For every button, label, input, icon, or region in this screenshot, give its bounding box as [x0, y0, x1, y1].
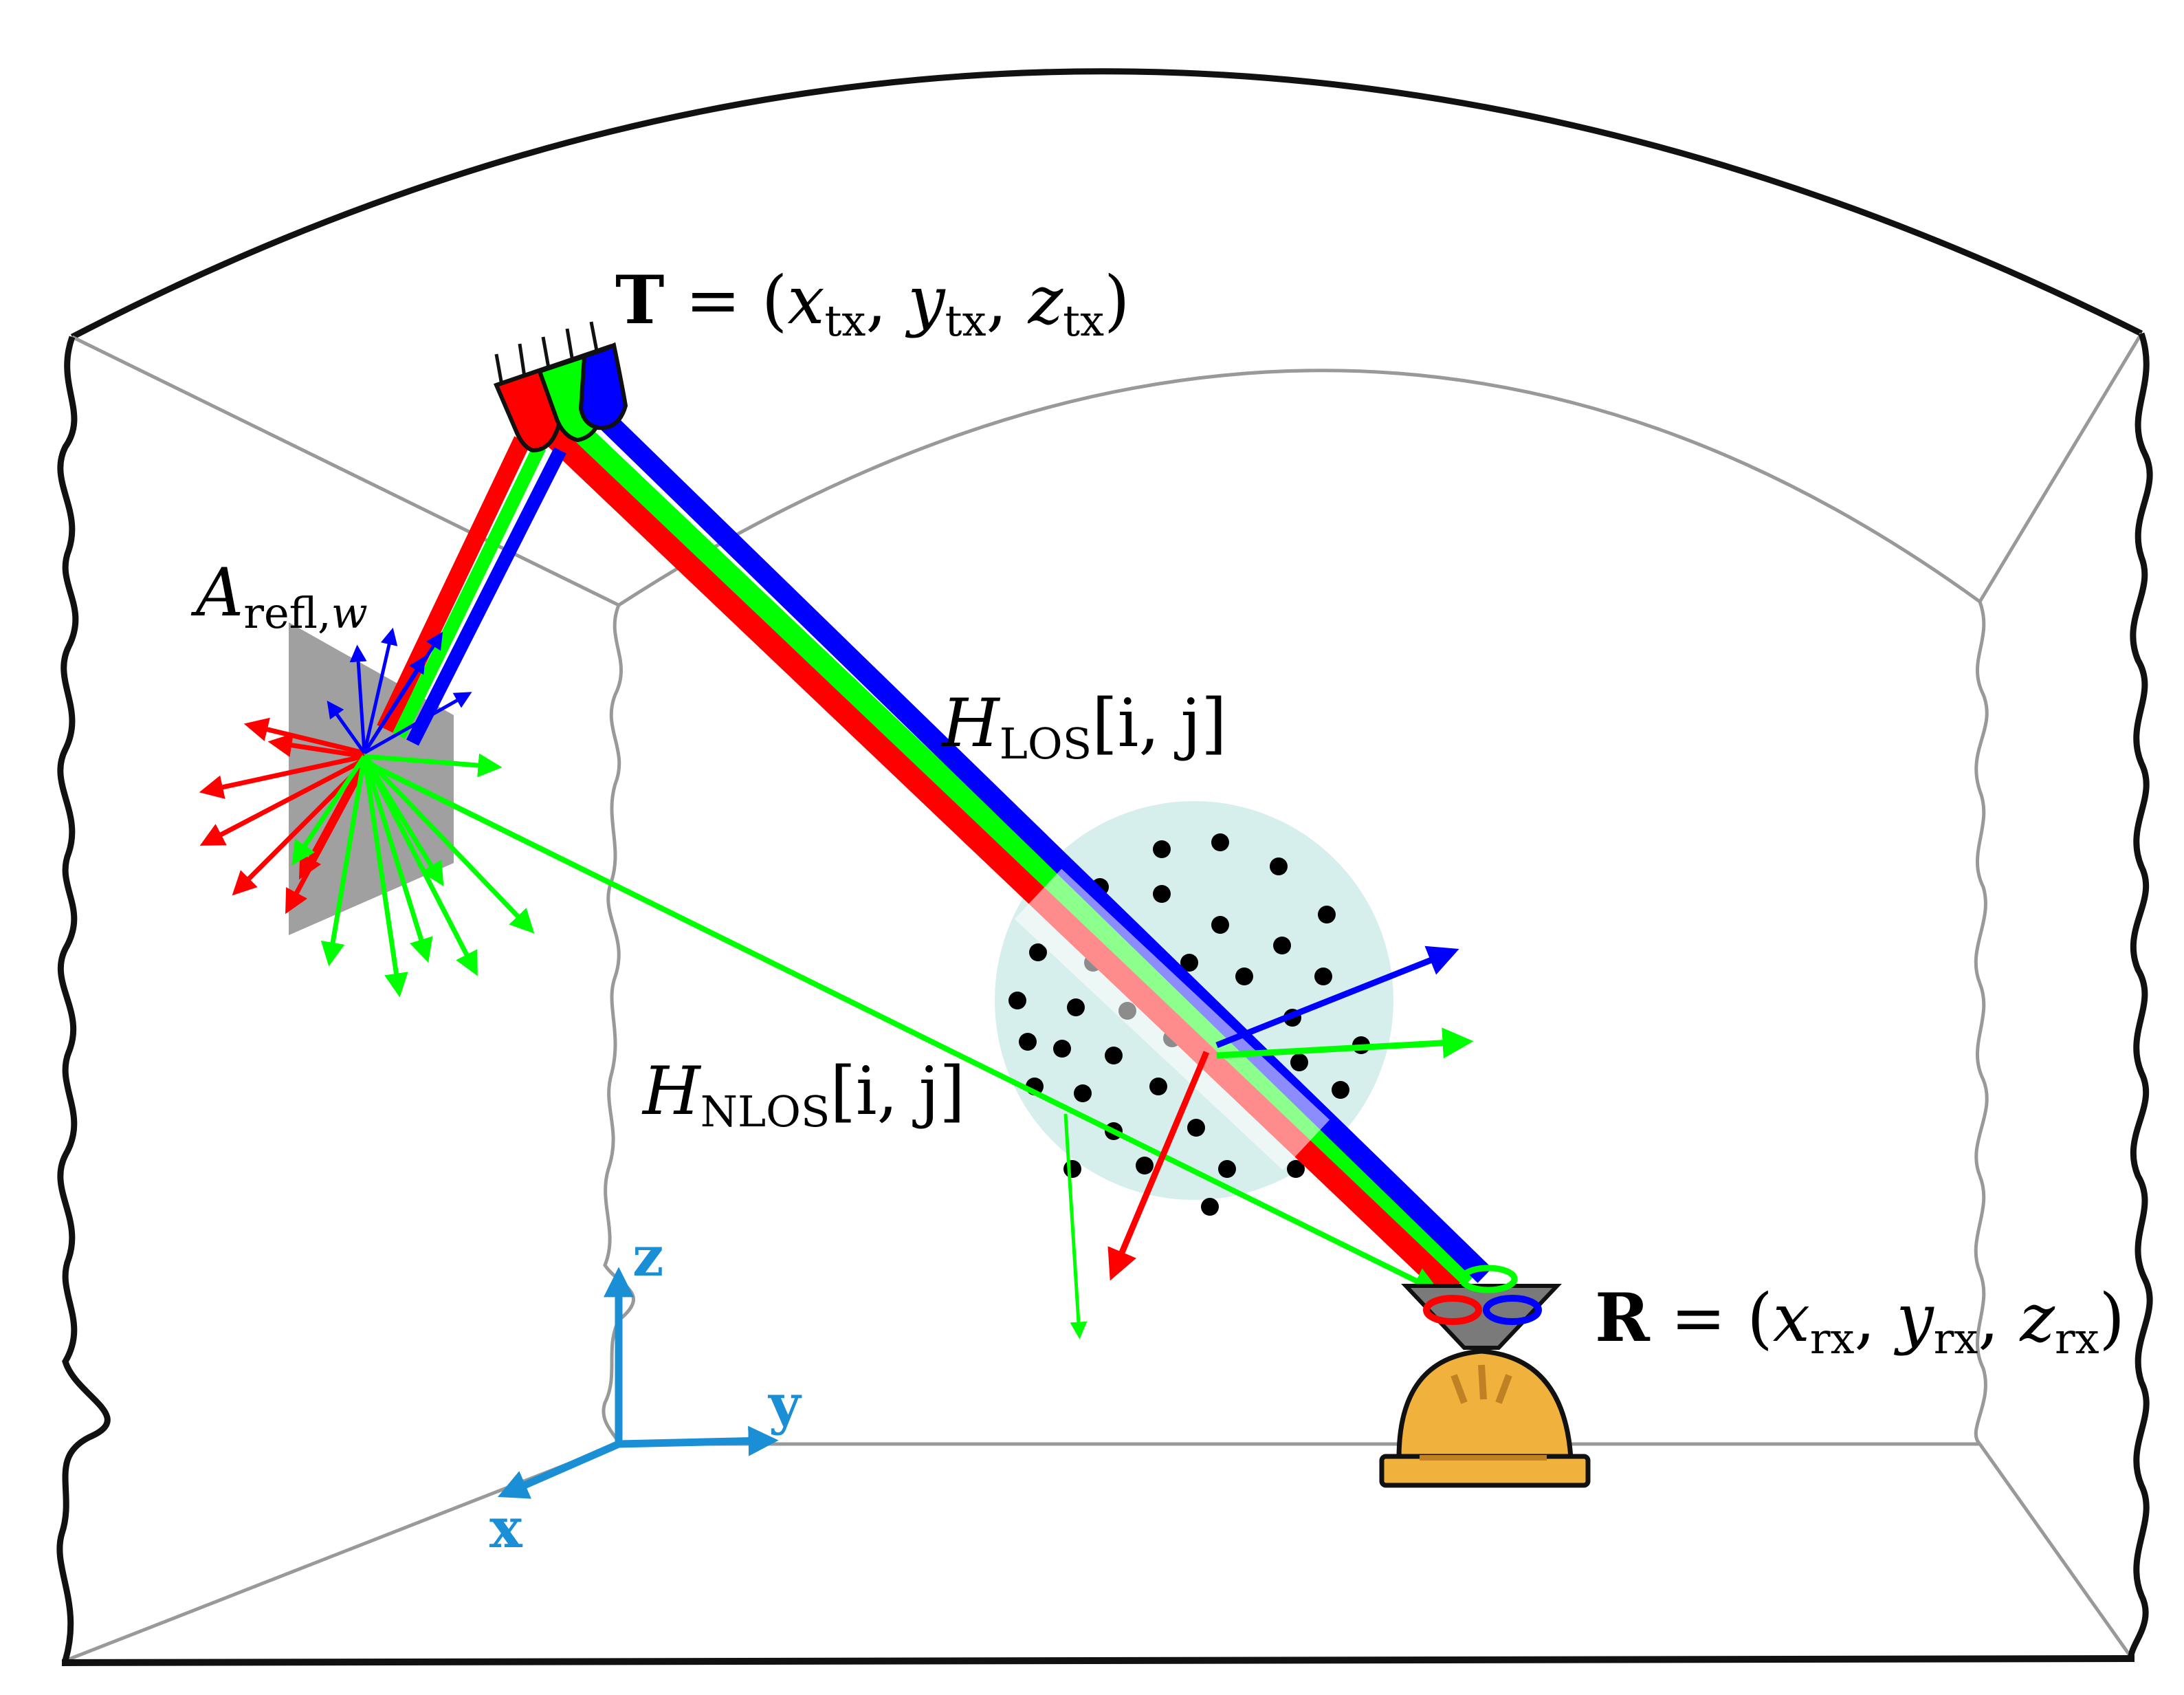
transmitter-led-array — [493, 321, 628, 453]
tunnel-back-wall-right — [1974, 601, 1989, 1445]
tunnel-front-wall-right — [2128, 332, 2153, 1658]
nlos-beams-to-reflector — [377, 436, 566, 746]
helmet-icon — [1396, 1348, 1574, 1461]
los-channel-label: HLOS[i, j] — [940, 685, 1227, 769]
los-beams — [533, 405, 1492, 1300]
nlos-channel-label: HNLOS[i, j] — [641, 1053, 965, 1137]
led-blue — [578, 342, 628, 430]
nlos-path-to-receiver — [366, 761, 1441, 1293]
tunnel-front-wall-left — [56, 336, 111, 1662]
scattered-rays — [1063, 945, 1474, 1339]
transmitter-label: T = (xtx, ytx, ztx) — [615, 261, 1130, 346]
coordinate-axes — [497, 1267, 779, 1499]
axis-y-label: y — [767, 1372, 802, 1436]
tunnel-ceiling-inner — [617, 369, 1981, 607]
axis-z-label: z — [632, 1224, 663, 1289]
pd-blue — [1483, 1295, 1542, 1325]
tunnel-floor-edge — [61, 1655, 2135, 1666]
receiver-helmet — [1379, 1265, 1591, 1488]
tunnel-perspective-lines — [65, 332, 2143, 1663]
pd-green — [1459, 1265, 1518, 1293]
axis-x-label: x — [489, 1496, 523, 1560]
reflector-diffuse-red — [199, 717, 367, 915]
tunnel-ceiling-outer — [70, 68, 2143, 340]
pd-red — [1423, 1295, 1482, 1325]
receiver-label: R = (xrx, yrx, zrx) — [1595, 1279, 2125, 1364]
reflector-diffuse-green — [291, 753, 535, 998]
reflector-diffuse-blue — [327, 627, 472, 755]
los-beams-attenuated — [1014, 868, 1330, 1170]
reflector-area-label: Arefl,w — [190, 554, 368, 638]
